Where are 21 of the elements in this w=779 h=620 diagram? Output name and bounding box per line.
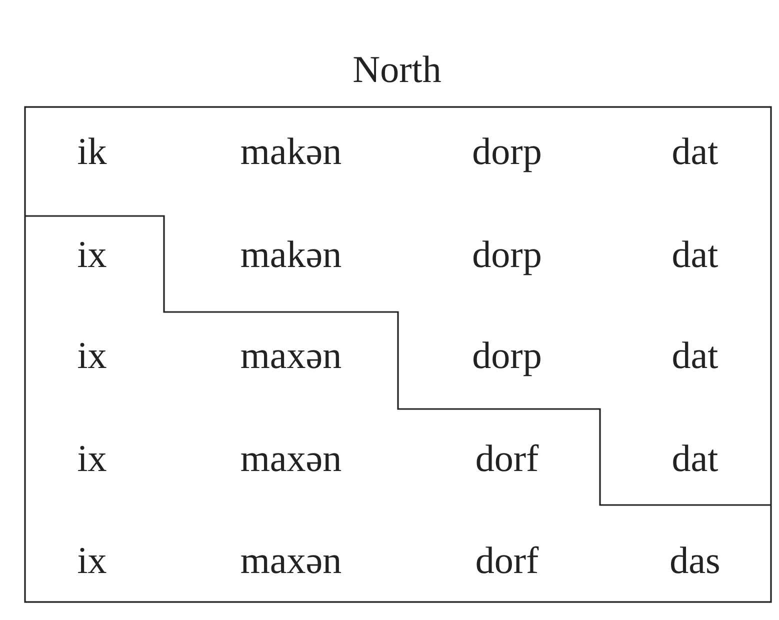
word-form: dorp (472, 233, 542, 277)
word-form: dorp (472, 130, 542, 174)
word-form: ik (77, 130, 107, 174)
word-form: ix (77, 539, 107, 583)
word-form: ix (77, 437, 107, 481)
word-form: maxən (240, 334, 342, 378)
word-form: makən (240, 130, 342, 174)
word-form: maxən (240, 437, 342, 481)
heading: North (352, 48, 442, 92)
word-form: dorf (475, 539, 539, 583)
word-form: makən (240, 233, 342, 277)
word-form: ix (77, 233, 107, 277)
word-form: ix (77, 334, 107, 378)
word-form: dat (672, 334, 718, 378)
word-form: dat (672, 233, 718, 277)
word-form: das (670, 539, 720, 583)
word-form: dorp (472, 334, 542, 378)
word-form: dat (672, 437, 718, 481)
word-form: dorf (475, 437, 539, 481)
word-form: dat (672, 130, 718, 174)
word-form: maxən (240, 539, 342, 583)
